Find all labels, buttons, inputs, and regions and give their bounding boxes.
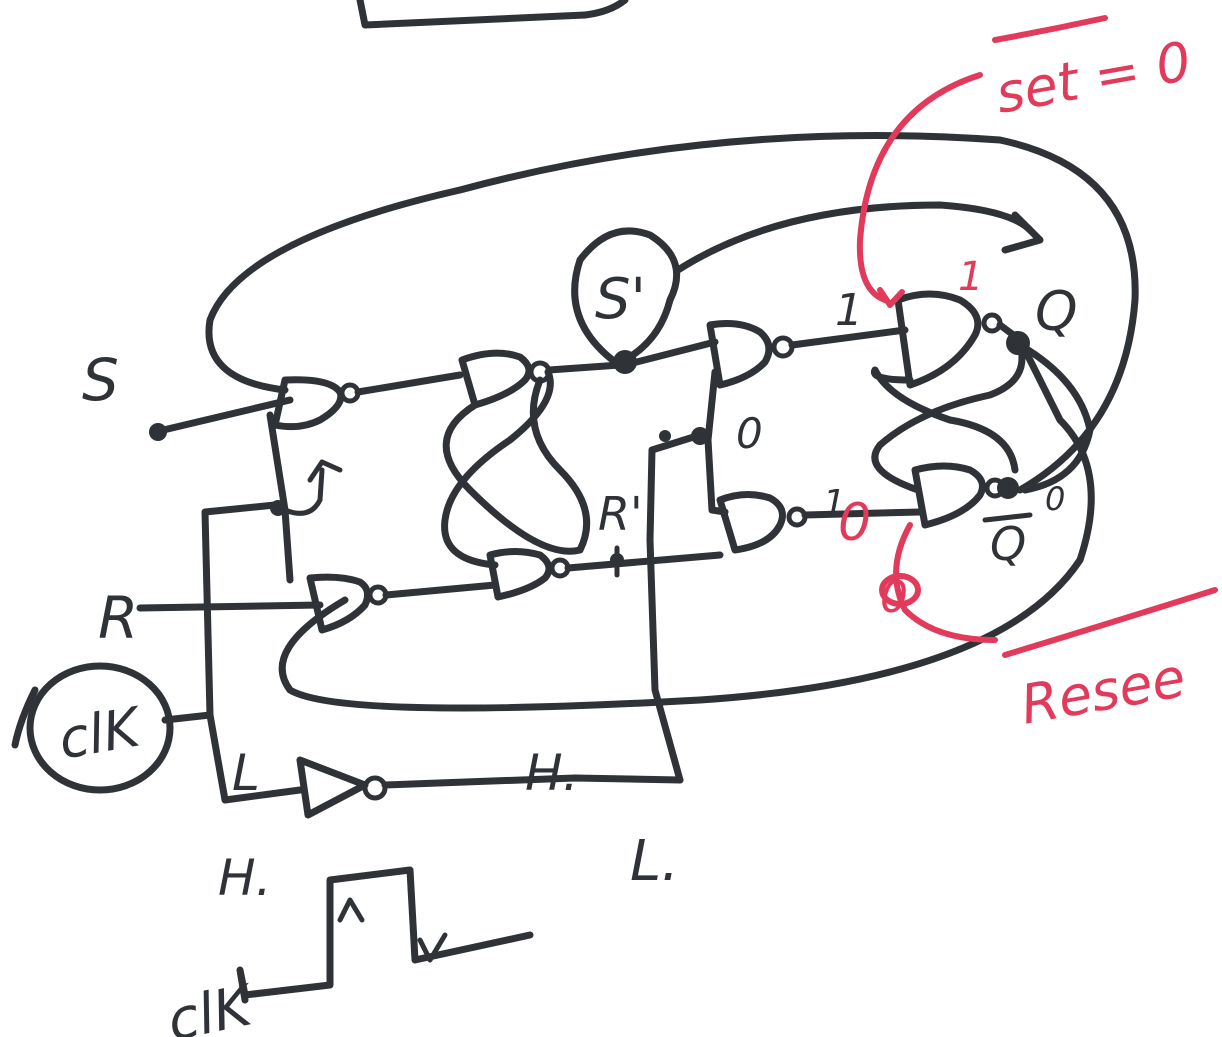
- qbar-output: Q: [982, 512, 1033, 571]
- r-input-wire: [136, 601, 324, 612]
- r-input-label: R: [98, 584, 138, 652]
- nand-gate-r: [306, 573, 499, 634]
- qbar-output-label: Q: [990, 517, 1026, 571]
- set-annotation-text: set = 0: [991, 30, 1195, 126]
- nand-gate-s: [271, 371, 464, 431]
- slave-clock-wire: [704, 368, 729, 516]
- s-input-label: S: [82, 346, 119, 414]
- h-mid-label: H.: [525, 744, 579, 802]
- red-one-top: 1: [958, 254, 983, 300]
- l-top-label: L: [232, 744, 260, 802]
- red-zero-mid: 0: [838, 493, 871, 553]
- red-zero-low: 0: [880, 572, 908, 623]
- outer-feedback-loop-top: [205, 132, 1139, 494]
- clk-input-circle: [11, 662, 214, 794]
- clock-inverter: [296, 756, 684, 819]
- s-input-wire: [149, 396, 294, 441]
- slave-gate-bottom: [716, 491, 924, 554]
- q-output-label: Q: [1035, 280, 1078, 343]
- inverted-clk-wire: [646, 431, 704, 784]
- one-slave-label: 1: [835, 285, 863, 336]
- reset-annotation-text: Resee: [1016, 646, 1190, 737]
- top-partial-gate: [356, 0, 629, 29]
- red-set-annotation: [856, 15, 1108, 308]
- output-cross-1: [871, 366, 1019, 474]
- output-gate-qbar: [911, 462, 1019, 529]
- l-right-label: L.: [630, 829, 679, 894]
- one-top-label: 1: [823, 483, 846, 524]
- red-reset-annotation: [879, 522, 1218, 658]
- q-feedback: [1016, 341, 1094, 494]
- h-left-label: H.: [218, 849, 272, 907]
- zero-slave-label: 0: [736, 409, 763, 458]
- s-prime-label: S': [595, 267, 646, 332]
- master-latch-bottom: [486, 548, 724, 601]
- outer-feedback-loop-bottom: [278, 336, 1095, 712]
- clk-vertical-wire: [266, 411, 294, 584]
- cross-coupling-2: [441, 368, 554, 569]
- zero-out-label: 0: [1045, 480, 1065, 518]
- r-prime-label: R': [598, 487, 643, 541]
- clock-waveform: [236, 866, 534, 1004]
- clk-circle-label: clK: [54, 695, 147, 772]
- cross-coupling-1: [442, 376, 591, 555]
- output-gate-q: [894, 290, 1030, 389]
- output-cross-2: [871, 341, 1026, 494]
- slave-gate-top: [621, 320, 909, 389]
